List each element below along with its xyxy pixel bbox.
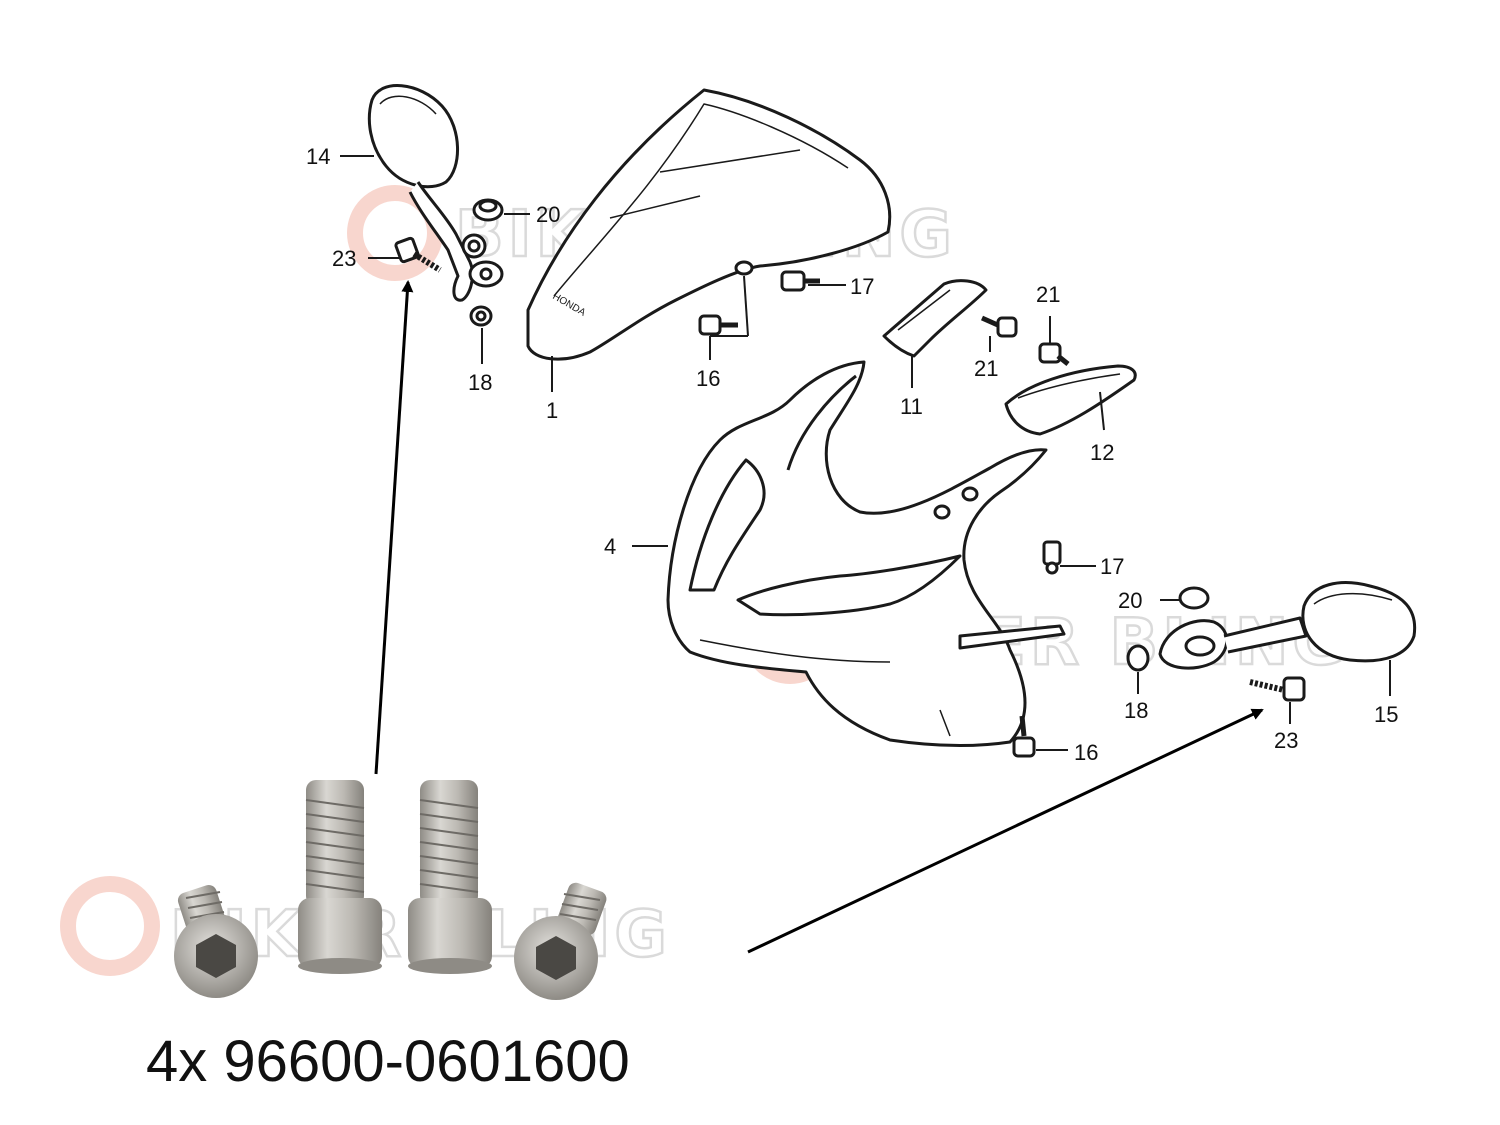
part-number-caption: 4x 96600-0601600 xyxy=(146,1029,630,1094)
callout-18: 18 xyxy=(1124,698,1148,723)
callout-20: 20 xyxy=(1118,588,1142,613)
bolt-icon xyxy=(1042,540,1062,575)
arrow-to-left-bolt xyxy=(374,280,414,775)
callout-11: 11 xyxy=(900,394,923,419)
callout-15: 15 xyxy=(1374,702,1398,727)
bolt-icon xyxy=(298,780,382,974)
side-panel xyxy=(1004,364,1137,436)
callout-21: 21 xyxy=(1036,282,1060,307)
bolt-photo xyxy=(174,780,607,1000)
bolt-icon xyxy=(734,260,820,292)
nut-icon xyxy=(1126,644,1150,672)
bolt-icon xyxy=(1249,676,1306,702)
callout-4: 4 xyxy=(604,534,616,559)
windscreen: HONDA xyxy=(526,88,892,361)
mirror-left-icon xyxy=(367,84,504,302)
bolt-icon xyxy=(1038,342,1070,366)
mirror-right-icon xyxy=(1158,581,1417,670)
callout-23: 23 xyxy=(332,246,356,271)
bolt-icon xyxy=(1012,715,1036,758)
callout-18: 18 xyxy=(468,370,492,395)
callout-21: 21 xyxy=(974,356,998,381)
bolt-icon xyxy=(514,882,607,1000)
bolt-icon xyxy=(394,236,442,273)
grommet-icon xyxy=(1178,586,1210,610)
callout-16: 16 xyxy=(696,366,720,391)
arrow-to-right-bolt xyxy=(747,708,1264,954)
callout-12: 12 xyxy=(1090,440,1114,465)
bolt-icon xyxy=(174,885,258,998)
callout-16: 16 xyxy=(1074,740,1098,765)
front-cowl xyxy=(666,360,1066,748)
inner-panel xyxy=(882,279,988,358)
callout-17: 17 xyxy=(850,274,874,299)
callout-1: 1 xyxy=(546,398,558,423)
watermark-circle-icon xyxy=(60,876,160,976)
bolt-icon xyxy=(408,780,492,974)
grommet-icon xyxy=(472,198,504,222)
leader-lines xyxy=(340,155,1391,751)
nut-icon xyxy=(469,305,493,327)
callout-20: 20 xyxy=(536,202,560,227)
bolt-icon xyxy=(698,314,738,336)
callout-17: 17 xyxy=(1100,554,1124,579)
callout-23: 23 xyxy=(1274,728,1298,753)
callout-14: 14 xyxy=(306,144,330,169)
bolt-icon xyxy=(980,315,1018,338)
